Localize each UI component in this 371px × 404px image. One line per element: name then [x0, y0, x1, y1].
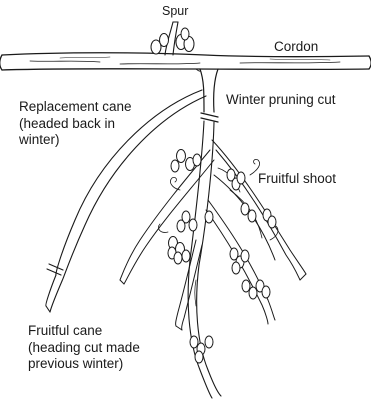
- bud-clusters: [151, 28, 276, 363]
- replacement-cane-label: Replacement cane (headed back in winter): [19, 99, 132, 149]
- upper-left-buds: [171, 150, 201, 173]
- fruitful-cane-label: Fruitful cane (heading cut made previous…: [28, 323, 140, 373]
- lower-left-buds: [168, 237, 190, 265]
- fruitful-shoot-label: Fruitful shoot: [258, 171, 336, 188]
- winter-pruning-cut-label: Winter pruning cut: [224, 92, 338, 109]
- spur-label: Spur: [162, 3, 188, 20]
- mid-buds-1: [227, 169, 245, 190]
- spur-buds: [151, 28, 194, 54]
- fruitful-shoots: [120, 140, 306, 330]
- cordon-label: Cordon: [274, 39, 318, 56]
- mid-buds-3: [241, 203, 276, 228]
- lower-right-buds: [230, 248, 270, 299]
- winter-pruning-cut-mark: [201, 113, 218, 122]
